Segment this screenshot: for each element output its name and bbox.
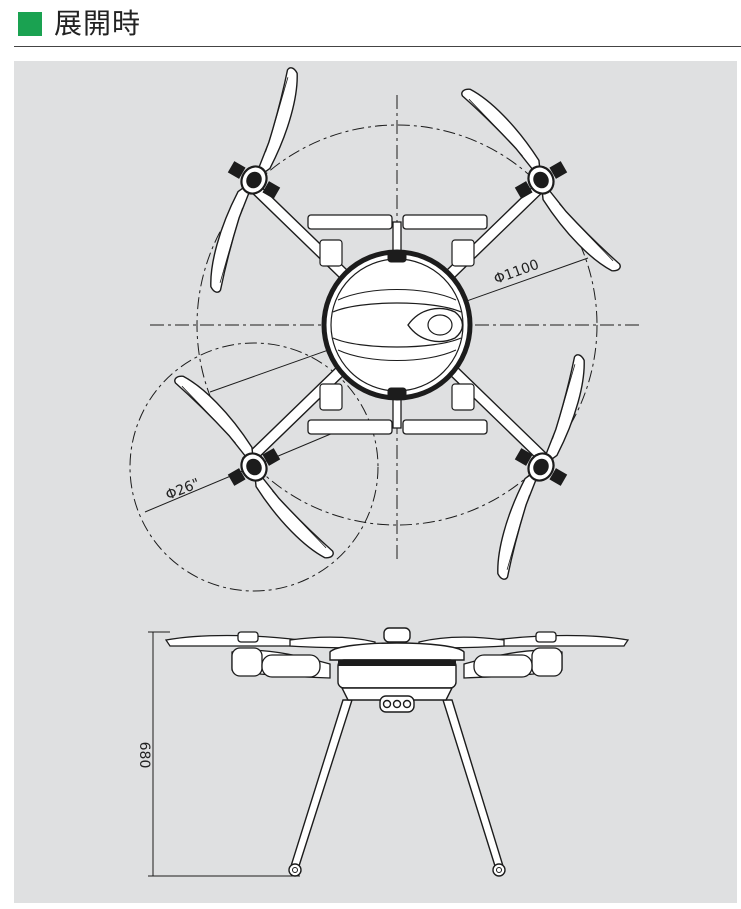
propeller-circle <box>129 342 379 592</box>
height-dimension-label: 680 <box>136 742 152 769</box>
propeller-diameter-label: Φ26" <box>164 476 203 504</box>
side-view <box>148 627 630 877</box>
section-title: 展開時 <box>54 7 142 40</box>
span-circle <box>196 124 598 526</box>
drawing-panel <box>14 61 737 903</box>
header-divider <box>14 46 741 47</box>
section-header: 展開時 <box>0 0 741 50</box>
top-view <box>129 65 640 592</box>
green-square-icon <box>18 12 42 36</box>
